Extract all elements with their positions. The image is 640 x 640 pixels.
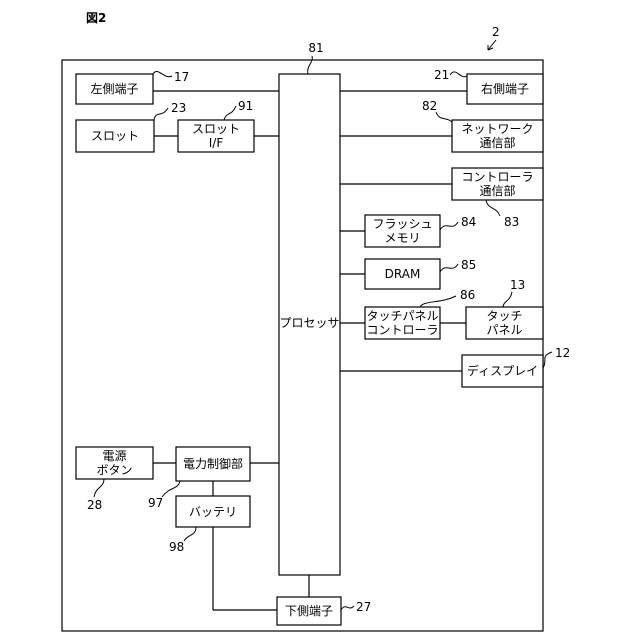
display-label: ディスプレイ [467,363,538,378]
left-terminal-label: 左側端子 [90,81,138,96]
battery-label: バッテリ [189,505,237,519]
power-button-line2: ボタン [96,463,132,477]
controller-comm-ref-leader [486,200,500,216]
touch-panel-line2: パネル [486,323,522,337]
power-control-ref-leader [162,481,180,497]
right-terminal-label: 右側端子 [481,81,529,96]
flash-memory-line2: メモリ [384,231,420,245]
slot-ref: 23 [171,101,186,115]
left-terminal-ref: 17 [174,70,189,84]
touch-panel-line1: タッチ [486,309,522,323]
slot-if-line2: I/F [209,136,224,150]
device-ref: 2 [492,25,500,39]
dram-ref-leader [440,264,458,272]
battery-ref: 98 [169,540,184,554]
right-terminal-ref-leader [450,72,467,77]
processor-ref: 81 [308,41,323,55]
slot-ref-leader [154,108,168,120]
flash-memory-ref: 84 [461,215,476,229]
slot-if-ref-leader [224,106,236,120]
touch-panel-controller-ref: 86 [460,288,475,302]
power-button-ref: 28 [87,498,102,512]
display-ref: 12 [555,346,570,360]
controller-comm-line1: コントローラ [461,170,533,184]
flash-memory-line1: フラッシュ [372,217,432,231]
power-button-ref-leader [94,479,104,497]
touch-panel-ref-leader [503,292,512,307]
bottom-terminal-ref: 27 [356,600,371,614]
right-terminal-ref: 21 [434,68,449,82]
display-ref-leader [543,352,552,368]
power-control-ref: 97 [148,496,163,510]
touch-panel-controller-line1: タッチパネル [366,309,438,323]
dram-label: DRAM [385,267,421,281]
network-comm-ref-leader [436,112,452,122]
touch-panel-controller-line2: コントローラ [366,323,438,337]
battery-ref-leader [184,527,196,541]
network-comm-ref: 82 [422,99,437,113]
flash-memory-ref-leader [440,222,458,230]
slot-if-ref: 91 [238,99,253,113]
bottom-terminal-label: 下側端子 [285,604,333,618]
network-comm-line2: 通信部 [479,135,515,150]
processor-ref-leader [308,56,313,74]
power-control-label: 電力制御部 [183,456,243,471]
slot-if-line1: スロット [192,122,240,136]
power-button-line1: 電源 [102,449,126,463]
left-terminal-ref-leader [153,71,172,76]
network-comm-line1: ネットワーク [461,122,533,136]
dram-ref: 85 [461,258,476,272]
figure-label: 図2 [86,11,106,25]
slot-label: スロット [91,129,139,143]
processor-label: プロセッサ [279,316,339,330]
controller-comm-ref: 83 [504,215,519,229]
bottom-terminal-ref-leader [341,606,354,610]
touch-panel-controller-ref-leader [420,296,456,307]
touch-panel-ref: 13 [510,278,525,292]
controller-comm-line2: 通信部 [479,183,515,198]
